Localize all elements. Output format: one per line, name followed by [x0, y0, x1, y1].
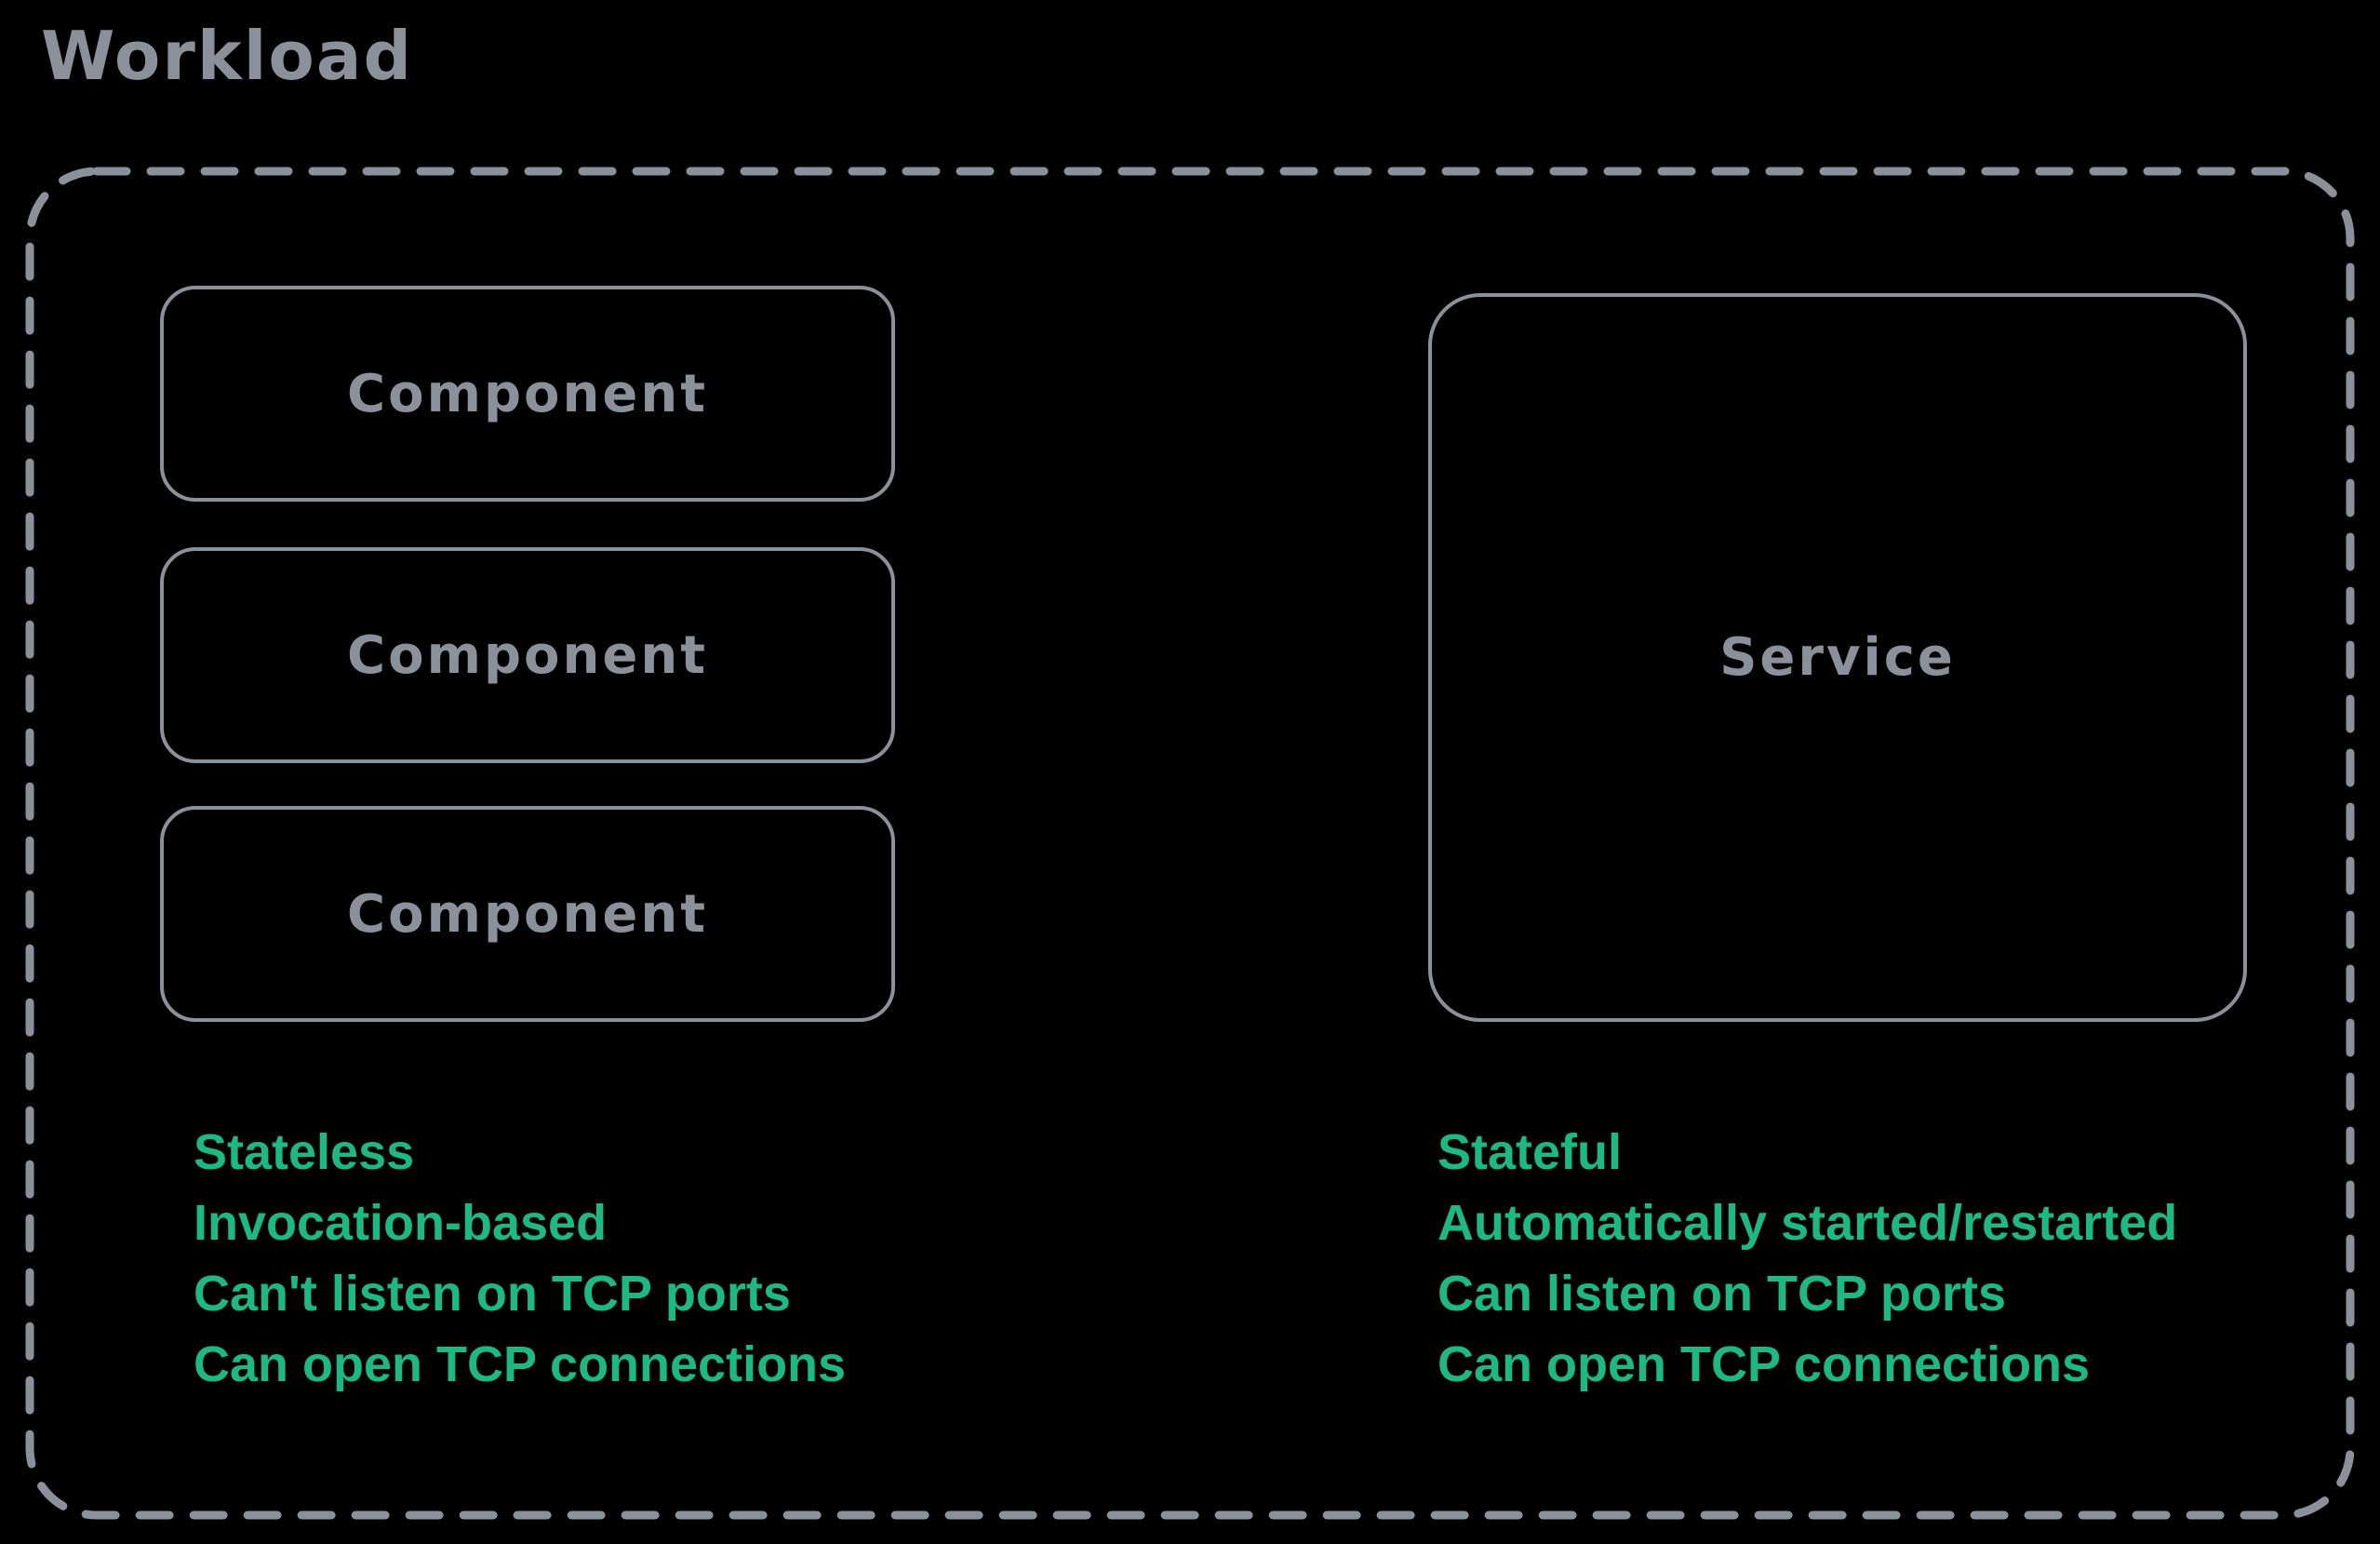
component-box-2: Component: [160, 547, 895, 763]
dashed-border-rect: [25, 167, 2355, 1520]
component-label-3: Component: [347, 883, 708, 945]
note-line: Invocation-based: [194, 1195, 608, 1251]
note-line: Automatically started/restarted: [1437, 1195, 2178, 1251]
note-line: Can listen on TCP ports: [1437, 1266, 2007, 1322]
note-line: Can open TCP connections: [1437, 1336, 2091, 1392]
service-label: Service: [1719, 627, 1956, 688]
service-notes-list: Stateful Automatically started/restarted…: [1437, 1117, 2177, 1400]
note-line: Stateful: [1437, 1124, 1623, 1180]
note-line: Can open TCP connections: [194, 1336, 847, 1392]
service-box: Service: [1428, 293, 2247, 1022]
component-label-2: Component: [347, 624, 708, 686]
component-box-1: Component: [160, 286, 895, 502]
note-line: Stateless: [194, 1124, 415, 1180]
component-notes-list: Stateless Invocation-based Can't listen …: [194, 1117, 846, 1400]
component-box-3: Component: [160, 806, 895, 1022]
note-line: Can't listen on TCP ports: [194, 1266, 791, 1322]
component-label-1: Component: [347, 363, 708, 424]
workload-title: Workload: [41, 17, 413, 95]
